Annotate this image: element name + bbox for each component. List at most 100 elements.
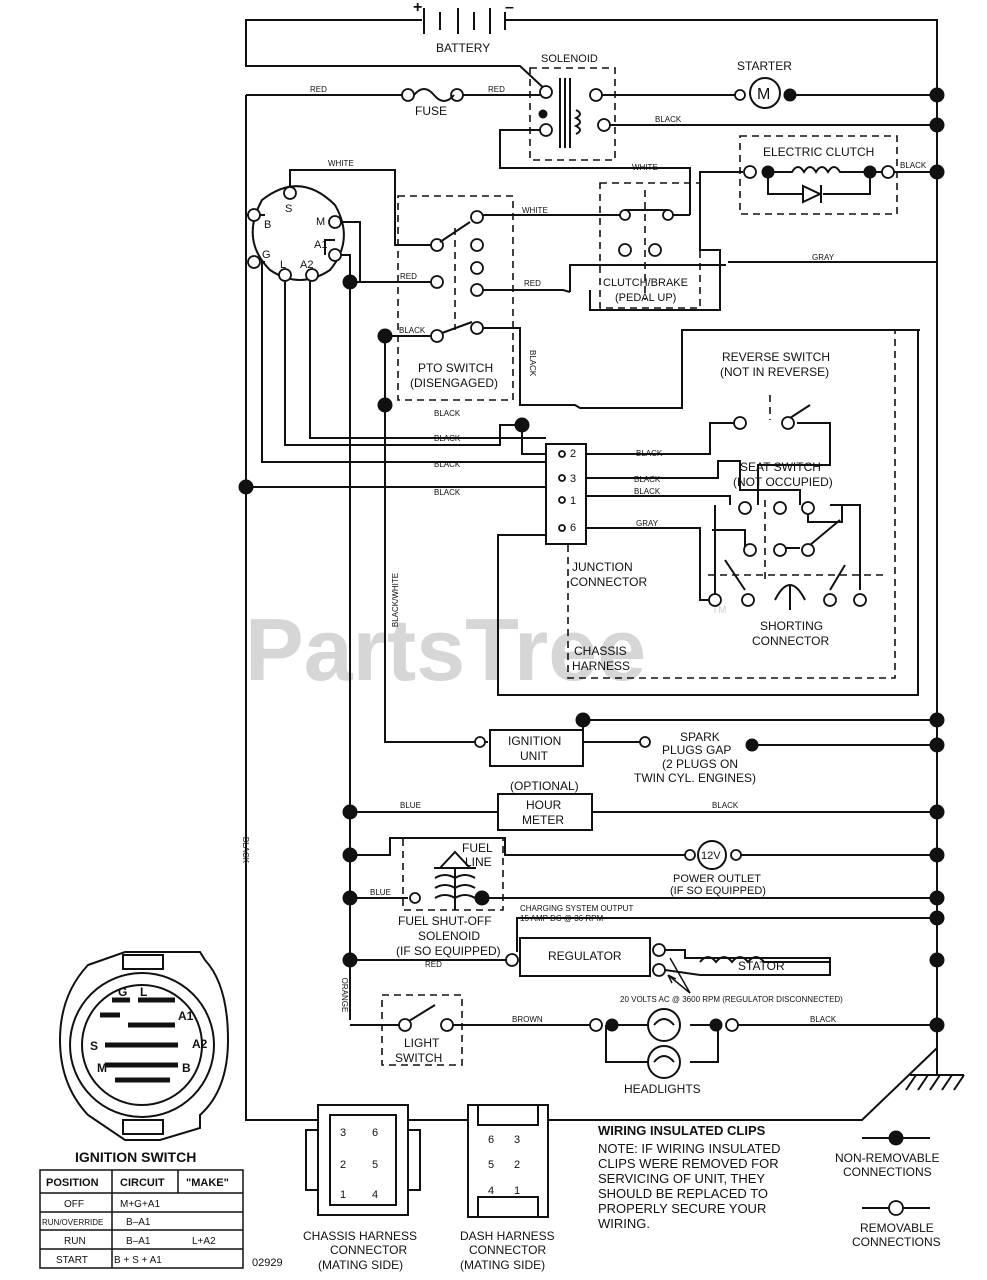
black-wire-label-4: BLACK xyxy=(528,350,537,377)
table-row-2-circuit: B–A1 xyxy=(126,1217,151,1228)
ign-icon-label-m: M xyxy=(97,1061,107,1075)
electric-clutch-label: ELECTRIC CLUTCH xyxy=(763,145,874,159)
clips-line-2: CLIPS WERE REMOVED FOR xyxy=(598,1156,779,1171)
red-wire-label-1: RED xyxy=(310,85,327,94)
dash-pin-6: 6 xyxy=(488,1134,494,1146)
fuel-line-sub: LINE xyxy=(465,855,492,869)
clutch-brake-sub: (PEDAL UP) xyxy=(615,292,676,304)
chassis-connector-sub: CONNECTOR xyxy=(330,1243,407,1257)
junction-pin-6: 6 xyxy=(570,522,576,534)
light-switch: LIGHT SWITCH BROWN BLACK xyxy=(381,994,837,1066)
starter-symbol: M xyxy=(757,86,770,103)
ign-icon-label-a1: A1 xyxy=(178,1009,194,1023)
black-wire-label-5: BLACK xyxy=(434,409,461,418)
seat-switch-sub: (NOT OCCUPIED) xyxy=(733,475,833,489)
battery-label: BATTERY xyxy=(436,41,490,55)
dash-connector-sub2: (MATING SIDE) xyxy=(460,1258,545,1272)
battery-negative-label: – xyxy=(505,0,514,16)
drawing-number: 02929 xyxy=(252,1257,283,1269)
power-outlet-label: POWER OUTLET xyxy=(673,873,761,885)
junction-connector-sub: CONNECTOR xyxy=(570,575,647,589)
dash-pin-5: 5 xyxy=(488,1159,494,1171)
watermark-tm: TM xyxy=(712,605,726,616)
legend-nonremovable-sub: CONNECTIONS xyxy=(843,1165,932,1179)
table-row-3-position: RUN xyxy=(64,1236,86,1247)
dash-pin-4: 4 xyxy=(488,1185,494,1197)
table-header-position: POSITION xyxy=(46,1177,99,1189)
gray-wire-label-1: GRAY xyxy=(812,253,835,262)
table-row-2-position: RUN/OVERRIDE xyxy=(42,1218,103,1227)
pto-switch: PTO SWITCH (DISENGAGED) WHITE RED RED BL… xyxy=(397,195,548,401)
power-outlet: 12V POWER OUTLET (IF SO EQUIPPED) xyxy=(670,840,766,897)
hour-meter-label: HOUR xyxy=(526,798,562,812)
junction-pin-3: 3 xyxy=(570,473,576,485)
ignition-switch-schematic: S M B A1 G L A2 WHITE xyxy=(247,159,354,282)
dash-pin-1: 1 xyxy=(514,1185,520,1197)
black-wire-label-11: BLACK xyxy=(634,487,661,496)
battery-positive-label: + xyxy=(413,0,422,16)
ign-term-a1: A1 xyxy=(314,239,327,251)
dash-connector-label: DASH HARNESS xyxy=(460,1229,555,1243)
chassis-harness-label: CHASSIS xyxy=(574,644,627,658)
light-switch-label: LIGHT xyxy=(404,1036,440,1050)
ign-term-l: L xyxy=(280,259,286,271)
chassis-pin-5: 5 xyxy=(372,1159,378,1171)
optional-label: (OPTIONAL) xyxy=(510,779,579,793)
white-wire-label-1: WHITE xyxy=(328,159,354,168)
pto-switch-label: PTO SWITCH xyxy=(418,361,493,375)
spark-label-4: TWIN CYL. ENGINES) xyxy=(634,771,756,785)
fuel-shutoff-solenoid: FUEL LINE FUEL SHUT-OFF SOLENOID (IF SO … xyxy=(370,837,504,958)
solenoid-label: SOLENOID xyxy=(541,53,598,65)
black-wire-label-7: BLACK xyxy=(434,460,461,469)
watermark: PartsTree xyxy=(245,600,646,699)
dash-pin-3: 3 xyxy=(514,1134,520,1146)
red-wire-label-4: RED xyxy=(524,279,541,288)
chassis-pin-6: 6 xyxy=(372,1127,378,1139)
black-wire-label-13: BLACK xyxy=(810,1015,837,1024)
clips-line-6: WIRING. xyxy=(598,1216,650,1231)
blue-wire-label-1: BLUE xyxy=(400,801,421,810)
reverse-switch-label: REVERSE SWITCH xyxy=(722,350,830,364)
seat-switch-label: SEAT SWITCH xyxy=(740,460,821,474)
chassis-pin-2: 2 xyxy=(340,1159,346,1171)
ign-term-m: M xyxy=(316,216,325,228)
ignition-switch-icon: G L A1 A2 S M B xyxy=(58,951,230,1141)
ign-term-s: S xyxy=(285,203,292,215)
shorting-connector-sub: CONNECTOR xyxy=(752,634,829,648)
black-wire-label-8: BLACK xyxy=(434,488,461,497)
clutch-brake-label: CLUTCH/BRAKE xyxy=(603,277,688,289)
brown-wire-label: BROWN xyxy=(512,1015,543,1024)
clips-line-3: SERVICING OF UNIT, THEY xyxy=(598,1171,765,1186)
chassis-connector-label: CHASSIS HARNESS xyxy=(303,1229,417,1243)
light-switch-sub: SWITCH xyxy=(395,1051,442,1065)
ac-note: 20 VOLTS AC @ 3600 RPM (REGULATOR DISCON… xyxy=(620,995,843,1004)
legend-removable-sub: CONNECTIONS xyxy=(852,1235,941,1249)
black-wire-label-ground: BLACK xyxy=(241,837,250,864)
black-wire-label-3: BLACK xyxy=(399,326,426,335)
ign-term-b: B xyxy=(264,219,271,231)
table-row-3-circuit: B–A1 xyxy=(126,1236,151,1247)
fuse: FUSE RED RED xyxy=(310,85,505,118)
fuel-line-label: FUEL xyxy=(462,841,493,855)
dash-pin-2: 2 xyxy=(514,1159,520,1171)
orange-wire-label: ORANGE xyxy=(340,978,349,1013)
black-wire-label-9: BLACK xyxy=(636,449,663,458)
shorting-connector-label: SHORTING xyxy=(760,619,823,633)
ignition-switch-title: IGNITION SWITCH xyxy=(75,1149,196,1165)
fuse-label: FUSE xyxy=(415,104,447,118)
table-row-3-make: L+A2 xyxy=(192,1236,216,1247)
ignition-unit-label: IGNITION xyxy=(508,734,561,748)
reverse-switch-sub: (NOT IN REVERSE) xyxy=(720,365,829,379)
regulator-label: REGULATOR xyxy=(548,949,622,963)
table-row-1-position: OFF xyxy=(64,1199,84,1210)
power-outlet-sub: (IF SO EQUIPPED) xyxy=(670,885,766,897)
hour-meter: (OPTIONAL) HOUR METER BLUE BLACK xyxy=(400,779,739,831)
ignition-switch-table: POSITION CIRCUIT "MAKE" OFF M+G+A1 RUN/O… xyxy=(39,1169,244,1269)
reverse-seat-switch-box: REVERSE SWITCH (NOT IN REVERSE) SEAT SWI… xyxy=(567,329,896,679)
connection-dots xyxy=(238,87,945,1033)
ign-icon-label-a2: A2 xyxy=(192,1037,208,1051)
black-wire-label-10: BLACK xyxy=(634,475,661,484)
gray-wire-label-2: GRAY xyxy=(636,519,659,528)
dash-harness-connector: 6 3 5 2 4 1 DASH HARNESS CONNECTOR (MATI… xyxy=(460,1104,555,1272)
charging-sub: 15 AMP DC @ 36 RPM xyxy=(520,914,603,923)
